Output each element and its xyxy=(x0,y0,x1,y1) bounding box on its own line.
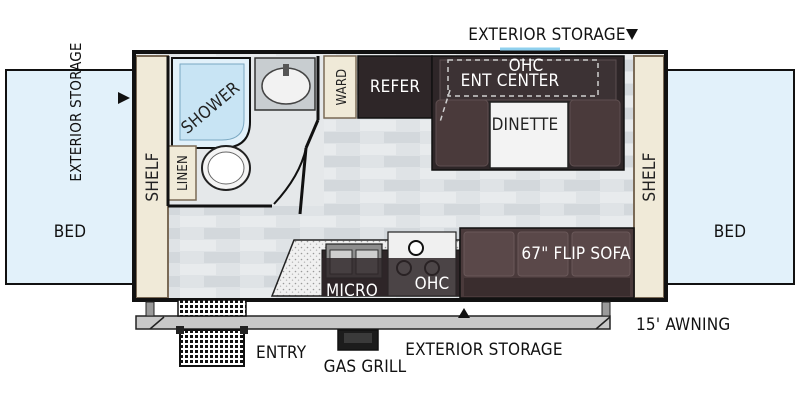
trailer-outline xyxy=(132,50,668,302)
shower: SHOWER xyxy=(171,57,251,149)
shelf-left: SHELF xyxy=(135,55,169,299)
bed-right: BED xyxy=(665,69,795,285)
gas-grill-label: GAS GRILL xyxy=(324,357,407,377)
ohc-top-label: OHC xyxy=(509,56,544,76)
wardrobe: WARD xyxy=(323,55,357,119)
linen-label: LINEN xyxy=(176,155,191,191)
bathroom: SHOWER LINEN xyxy=(166,56,324,215)
entry-steps[interactable]: ENTRY xyxy=(176,299,307,367)
awning-label: 15' AWNING xyxy=(636,315,730,335)
entry-label: ENTRY xyxy=(256,343,307,363)
bathroom-sink xyxy=(254,57,316,111)
flip-sofa-label: 67" FLIP SOFA xyxy=(521,244,631,264)
exterior-storage-left-label: EXTERIOR STORAGE xyxy=(67,42,85,181)
bed-right-label: BED xyxy=(714,222,747,242)
exterior-storage-bottom-label: EXTERIOR STORAGE xyxy=(405,340,562,360)
bed-left: BED xyxy=(5,69,135,285)
awning: 15' AWNING xyxy=(135,301,730,335)
exterior-storage-bottom: EXTERIOR STORAGE xyxy=(405,308,562,360)
dinette-area: OHC ENT CENTER DINETTE xyxy=(431,55,625,171)
exterior-storage-top: EXTERIOR STORAGE xyxy=(468,25,638,51)
ent-center-label: ENT CENTER xyxy=(461,71,560,91)
dinette-label: DINETTE xyxy=(492,115,559,135)
gas-grill: GAS GRILL xyxy=(324,329,407,377)
refer-label: REFER xyxy=(370,77,421,97)
arrow-right-icon xyxy=(118,92,130,104)
exterior-storage-top-label: EXTERIOR STORAGE xyxy=(468,25,625,45)
bed-left-label: BED xyxy=(54,222,87,242)
arrow-down-icon xyxy=(626,29,638,40)
shelf-right-label: SHELF xyxy=(640,152,660,201)
shelf-right: SHELF xyxy=(633,55,665,299)
ward-label: WARD xyxy=(335,69,350,106)
refrigerator: REFER xyxy=(357,55,433,119)
arrow-up-icon xyxy=(458,308,470,318)
flip-sofa: 67" FLIP SOFA xyxy=(459,227,635,299)
linen-cabinet: LINEN xyxy=(167,145,197,201)
kitchen-counter: MICRO OHC xyxy=(270,231,463,301)
shelf-left-label: SHELF xyxy=(143,152,163,201)
ohc-bottom-label: OHC xyxy=(415,274,450,294)
micro-label: MICRO xyxy=(326,281,378,301)
toilet xyxy=(201,145,251,191)
exterior-storage-left: EXTERIOR STORAGE xyxy=(67,42,130,182)
